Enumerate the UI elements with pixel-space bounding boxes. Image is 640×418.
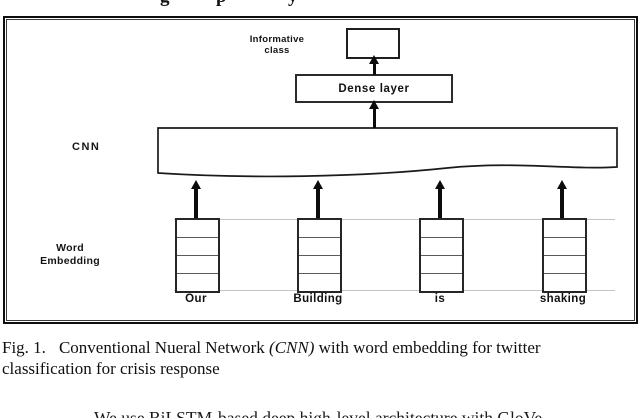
embedding-cell <box>177 273 218 291</box>
embedding-cell <box>177 220 218 237</box>
figure-number: Fig. 1. <box>2 338 46 357</box>
caption-italic-cnn: (CNN) <box>269 338 315 357</box>
clipped-text-fragment: p <box>216 0 242 8</box>
figure-caption: Fig. 1. Conventional Nueral Network (CNN)… <box>2 337 639 379</box>
clipped-text-fragment: g <box>160 0 186 8</box>
arrow-head <box>369 55 379 64</box>
arrow-shaft <box>438 189 442 218</box>
arrow-head <box>313 180 323 189</box>
dense-layer-label: Dense layer <box>338 82 410 95</box>
arrow-head <box>191 180 201 189</box>
word-vector-column <box>419 218 464 293</box>
caption-line-2: classification for crisis response <box>2 359 220 378</box>
embedding-cell <box>177 237 218 255</box>
dense-layer-box: Dense layer <box>295 74 453 103</box>
clipped-paragraph: We use BiLSTM-based deep high-level arch… <box>94 408 543 418</box>
embedding-cell <box>177 255 218 273</box>
embedding-cell <box>299 220 340 237</box>
word-label: is <box>434 293 446 305</box>
word-embedding-label: Word Embedding <box>10 242 130 268</box>
arrow-head <box>369 100 379 109</box>
arrow-shaft <box>316 189 320 218</box>
arrow-up-icon <box>369 100 379 128</box>
informative-class-label: Informative class <box>207 34 347 56</box>
arrow-head <box>435 180 445 189</box>
word-vector-column <box>175 218 220 293</box>
figure-panel: Informative class Dense layer CNN Word E… <box>3 16 638 324</box>
caption-text: with word embedding for twitter <box>314 338 541 357</box>
arrow-shaft <box>194 189 198 218</box>
arrow-up-icon <box>313 180 323 218</box>
arrow-up-icon <box>435 180 445 218</box>
word-vector-column <box>542 218 587 293</box>
embedding-cell <box>299 255 340 273</box>
word-label: shaking <box>539 293 587 305</box>
embedding-cell <box>299 237 340 255</box>
arrow-head <box>557 180 567 189</box>
arrow-up-icon <box>191 180 201 218</box>
word-label: Our <box>185 293 207 305</box>
informative-class-line1: Informative <box>249 34 305 45</box>
arrow-shaft <box>372 64 376 75</box>
embedding-cell <box>544 273 585 291</box>
arrow-up-icon <box>557 180 567 218</box>
embedding-cell <box>421 255 462 273</box>
word-vector-column <box>297 218 342 293</box>
embedding-cell <box>544 255 585 273</box>
caption-text: Conventional Nueral Network <box>58 338 270 357</box>
embedding-cell <box>421 237 462 255</box>
embedding-cell <box>421 273 462 291</box>
arrow-up-icon <box>369 55 379 75</box>
word-embedding-line1: Word <box>56 242 84 254</box>
word-embedding-line2: Embedding <box>40 255 100 267</box>
cnn-layer-box <box>157 127 618 178</box>
arrow-shaft <box>560 189 564 218</box>
informative-class-line2: class <box>264 45 290 56</box>
faint-connector-line <box>174 290 615 291</box>
arrow-shaft <box>372 109 376 128</box>
faint-connector-line <box>174 219 615 220</box>
caption-line-1: Fig. 1. Conventional Nueral Network (CNN)… <box>2 337 639 358</box>
embedding-cell <box>421 220 462 237</box>
word-label: Building <box>293 293 343 305</box>
clipped-text-fragment: y <box>288 0 314 8</box>
cnn-label: CNN <box>72 141 101 153</box>
embedding-cell <box>544 237 585 255</box>
embedding-cell <box>299 273 340 291</box>
embedding-cell <box>544 220 585 237</box>
